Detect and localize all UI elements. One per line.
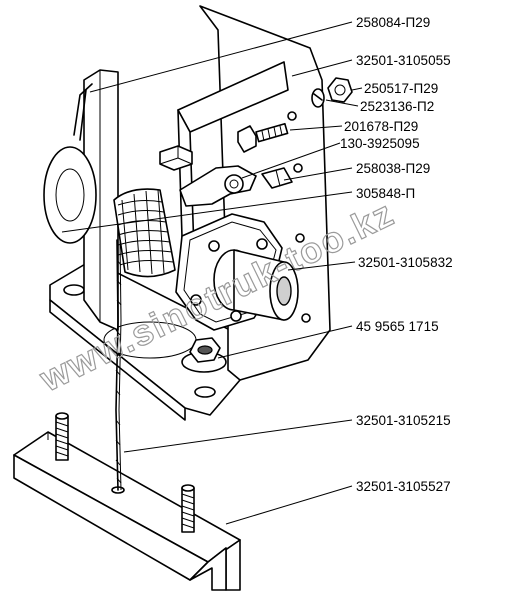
label-l1: 258084-П29 bbox=[356, 15, 430, 30]
leader-l8 bbox=[61, 191, 353, 233]
leader-l9 bbox=[287, 261, 356, 271]
leader-l10 bbox=[217, 325, 353, 359]
label-l5: 201678-П29 bbox=[344, 119, 418, 134]
leader-l7 bbox=[283, 167, 353, 181]
spring-washer bbox=[311, 88, 325, 108]
cable-drum bbox=[43, 146, 176, 278]
leader-l3 bbox=[351, 87, 363, 91]
leader-l12 bbox=[225, 485, 353, 525]
ratchet-lever bbox=[179, 165, 293, 207]
label-l4: 2523136-П2 bbox=[360, 99, 434, 114]
bolt bbox=[237, 122, 289, 153]
label-l6: 130-3925095 bbox=[340, 136, 420, 151]
leader-l4 bbox=[325, 99, 359, 107]
label-l12: 32501-3105527 bbox=[356, 479, 451, 494]
leader-l6 bbox=[241, 142, 341, 179]
part-labels: 258084-П29 32501-3105055 250517-П29 2523… bbox=[340, 15, 453, 494]
cotter-pin bbox=[73, 83, 93, 141]
label-l8: 305848-П bbox=[356, 186, 415, 201]
label-l9: 32501-3105832 bbox=[358, 255, 453, 270]
channel-bracket bbox=[13, 431, 241, 591]
stop-block bbox=[159, 145, 193, 171]
label-l2: 32501-3105055 bbox=[356, 53, 451, 68]
hub-cylinder bbox=[213, 249, 299, 321]
label-l10: 45 9565 1715 bbox=[356, 319, 439, 334]
leader-l11 bbox=[123, 419, 353, 453]
stud-left bbox=[55, 412, 69, 461]
leader-l2 bbox=[291, 59, 353, 77]
back-plate bbox=[83, 69, 119, 331]
label-l11: 32501-3105215 bbox=[356, 413, 451, 428]
nut bbox=[327, 77, 353, 103]
label-l3: 250517-П29 bbox=[364, 81, 438, 96]
leader-l5 bbox=[289, 125, 343, 131]
stud-right bbox=[181, 484, 195, 533]
leader-lines bbox=[61, 21, 363, 525]
label-l7: 258038-П29 bbox=[356, 161, 430, 176]
leader-l1 bbox=[89, 21, 353, 93]
cable bbox=[115, 239, 122, 491]
flange-nut bbox=[181, 337, 227, 373]
